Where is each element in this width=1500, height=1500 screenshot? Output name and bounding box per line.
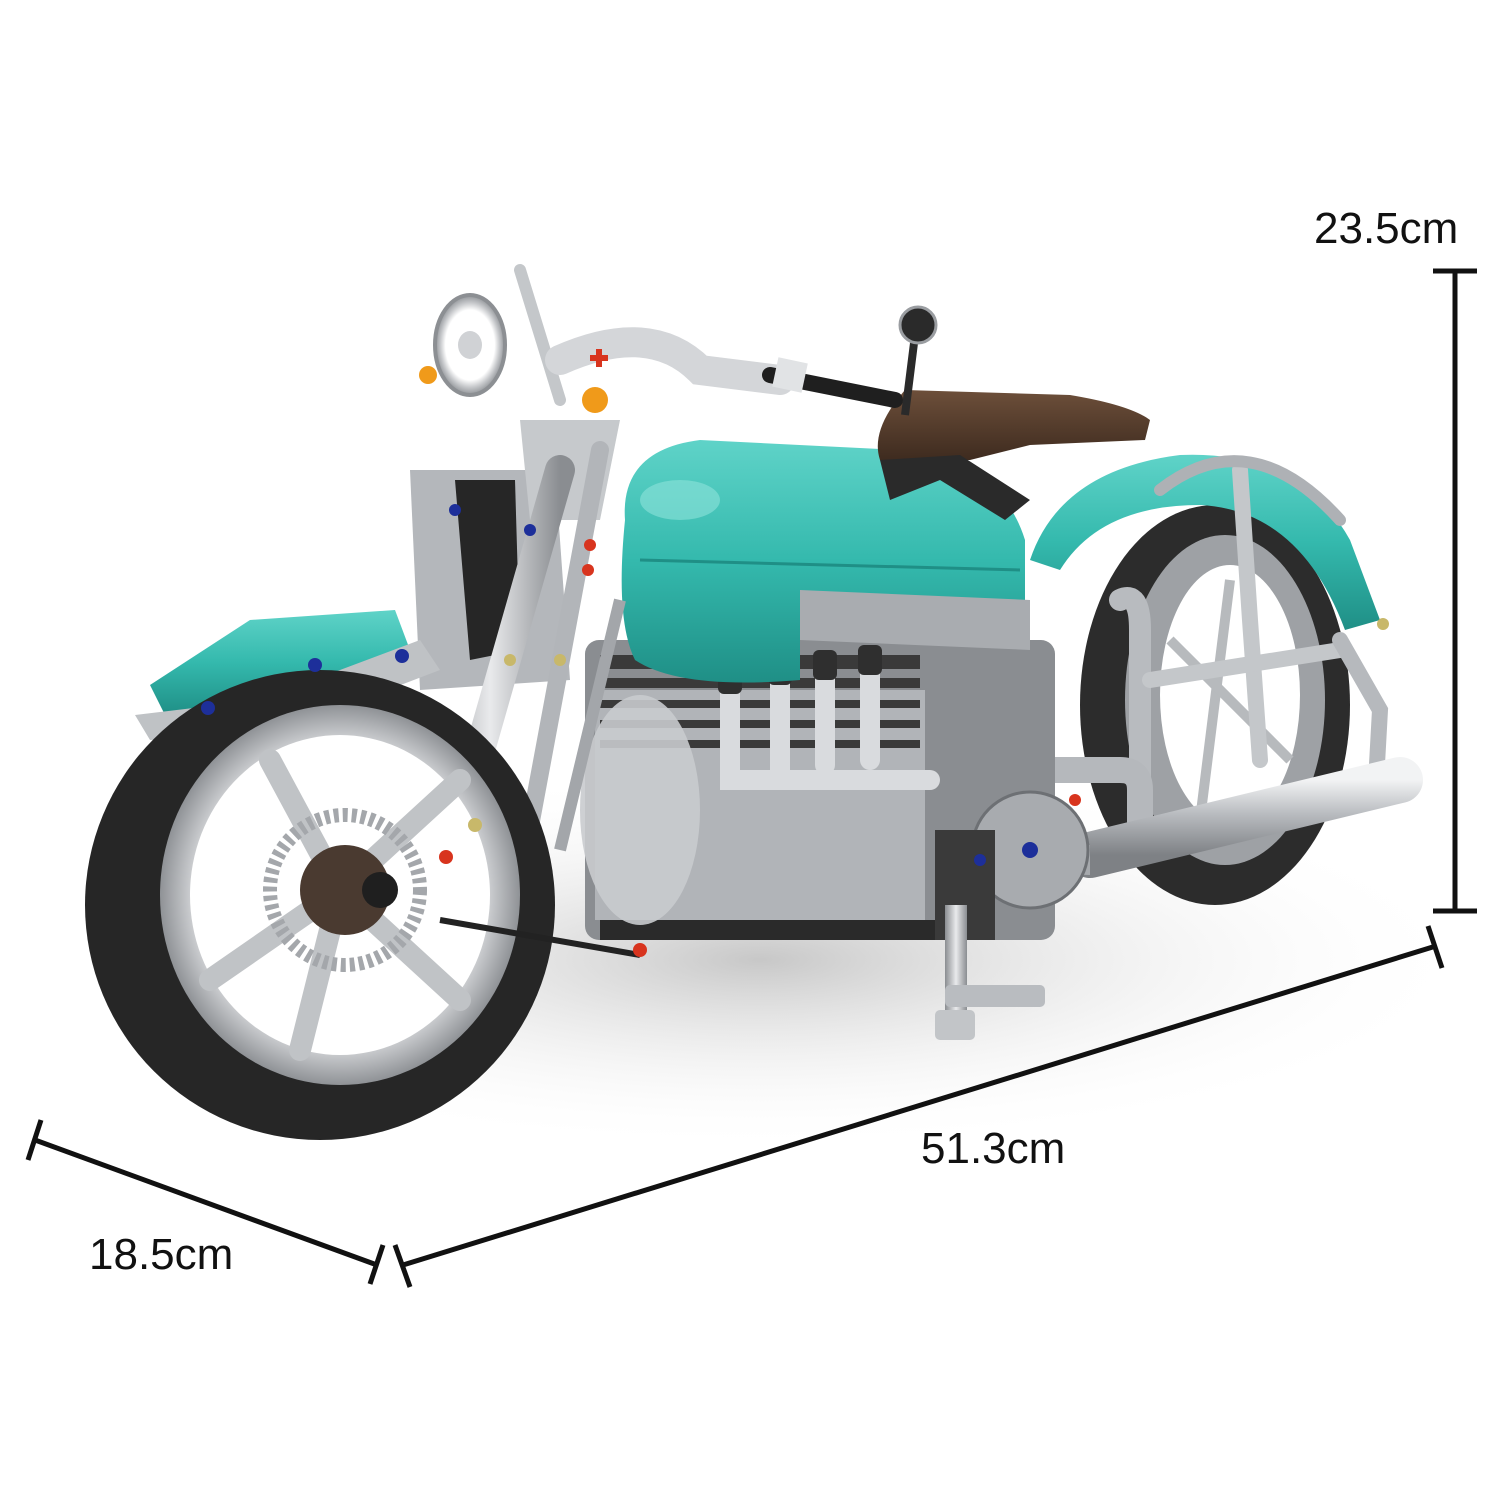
fuel-tank [621, 440, 1030, 683]
front-wheel [85, 670, 555, 1140]
length-dimension-line [392, 925, 1445, 1288]
height-label: 23.5cm [1314, 204, 1459, 253]
turn-signal-right [582, 387, 608, 413]
technic-pins [201, 504, 1389, 957]
turn-signal-left [419, 366, 437, 384]
chain [439, 917, 641, 958]
height-dimension-line [1433, 268, 1477, 914]
kickstand [935, 905, 1045, 1040]
seat [877, 390, 1150, 520]
width-label: 18.5cm [89, 1230, 234, 1279]
headlight [419, 293, 608, 413]
handlebar [514, 264, 938, 416]
rear-fender [1030, 454, 1380, 630]
width-dimension-line [25, 1119, 386, 1285]
engine-block [580, 640, 1090, 940]
length-label: 51.3cm [921, 1124, 1066, 1173]
